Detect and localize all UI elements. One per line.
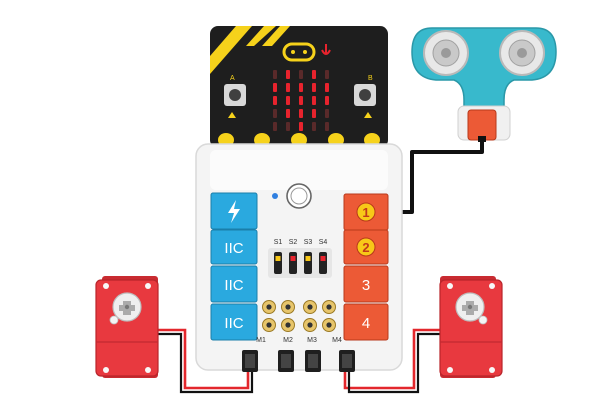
- right-servo-wire-red: [343, 328, 440, 390]
- switch-s3[interactable]: [304, 252, 312, 274]
- servo-mount-hole: [447, 367, 453, 373]
- switch-label: S4: [319, 239, 328, 246]
- switch-label: S2: [289, 239, 298, 246]
- servo-mount-hole: [489, 367, 495, 373]
- led-off: [286, 122, 290, 131]
- led-off: [299, 70, 303, 79]
- button-a-label: A: [230, 75, 235, 82]
- motor-label: M2: [283, 337, 293, 344]
- led-off: [312, 122, 316, 131]
- led-matrix: [273, 70, 329, 131]
- yellow-stripe: [262, 26, 290, 46]
- port-iic-3[interactable]: IIC: [210, 303, 258, 341]
- led-off: [325, 109, 329, 118]
- button-b-label: B: [368, 75, 373, 82]
- switch-s1[interactable]: [274, 252, 282, 274]
- led-off: [325, 70, 329, 79]
- servo-right: [439, 276, 503, 378]
- port-iic-2[interactable]: IIC: [210, 265, 258, 303]
- switch-s4[interactable]: [319, 252, 327, 274]
- led-on: [312, 109, 316, 118]
- led-on: [299, 83, 303, 92]
- reset-button[interactable]: [286, 183, 312, 209]
- switch-block: [268, 248, 332, 278]
- servo-left: [95, 276, 159, 378]
- switch-label: S3: [304, 239, 313, 246]
- led-on: [325, 83, 329, 92]
- switch-s2[interactable]: [289, 252, 297, 274]
- servo-body: [95, 279, 159, 377]
- servo-mount-hole: [103, 283, 109, 289]
- port-power[interactable]: [210, 192, 258, 230]
- right-servo-wire-black: [347, 332, 440, 394]
- motor-label: M4: [332, 337, 342, 344]
- switch-label: S1: [274, 239, 283, 246]
- port-number: 3: [362, 277, 370, 294]
- button-b[interactable]: [354, 84, 376, 106]
- led-on: [273, 96, 277, 105]
- led-on: [312, 70, 316, 79]
- led-on: [299, 96, 303, 105]
- status-led: [272, 193, 278, 199]
- iic-label: IIC: [224, 277, 243, 294]
- microbit: A B: [210, 26, 388, 148]
- servo-mount-hole: [145, 367, 151, 373]
- microbit-logo-icon: [282, 42, 316, 62]
- led-off: [325, 122, 329, 131]
- port-3[interactable]: 3: [343, 265, 389, 303]
- yellow-stripe: [246, 26, 276, 46]
- servo-mount-hole: [145, 283, 151, 289]
- led-on: [299, 109, 303, 118]
- port-1[interactable]: 1: [343, 193, 389, 231]
- motor-label: M1: [256, 337, 266, 344]
- edge-marker: [364, 112, 372, 118]
- ultrasonic-sensor: [411, 27, 557, 142]
- led-on: [299, 122, 303, 131]
- led-on: [325, 96, 329, 105]
- sensor-connector[interactable]: [467, 109, 497, 141]
- yellow-stripe: [210, 26, 252, 74]
- port-2[interactable]: 2: [343, 229, 389, 265]
- sensor-wire-black: [388, 140, 484, 214]
- motor-label: M3: [307, 337, 317, 344]
- iic-label: IIC: [224, 315, 243, 332]
- servo-mount-hole: [447, 283, 453, 289]
- servo-connector-m4[interactable]: [339, 350, 355, 372]
- left-servo-wire-black: [158, 332, 254, 394]
- servo-body: [439, 279, 503, 377]
- port-number: 2: [362, 240, 369, 255]
- servo-mount-hole: [489, 283, 495, 289]
- led-on: [312, 96, 316, 105]
- servo-connector-m3[interactable]: [305, 350, 321, 372]
- motor-terminal-holes: [262, 300, 336, 332]
- expansion-board: IIC IIC IIC 1 2 3 4 S1: [195, 143, 403, 372]
- port-number: 1: [362, 205, 369, 220]
- logo-dot: [303, 50, 307, 54]
- button-a[interactable]: [224, 84, 246, 106]
- led-off: [273, 70, 277, 79]
- port-number: 4: [362, 315, 370, 332]
- led-on: [286, 70, 290, 79]
- board-inner: [210, 150, 388, 190]
- led-on: [273, 83, 277, 92]
- led-on: [312, 83, 316, 92]
- led-off: [273, 109, 277, 118]
- logo-dot: [291, 50, 295, 54]
- lightning-icon: [228, 200, 240, 223]
- servo-connector-m2[interactable]: [278, 350, 294, 372]
- led-off: [273, 122, 277, 131]
- led-on: [286, 96, 290, 105]
- wires: [158, 140, 484, 394]
- iic-label: IIC: [224, 240, 243, 257]
- led-on: [286, 83, 290, 92]
- edge-marker: [228, 112, 236, 118]
- port-4[interactable]: 4: [343, 303, 389, 341]
- servo-mount-hole: [103, 367, 109, 373]
- microphone-icon: [321, 44, 331, 55]
- port-iic-1[interactable]: IIC: [210, 229, 258, 265]
- led-on: [286, 109, 290, 118]
- left-servo-wire-red: [158, 328, 250, 390]
- servo-connector-m1[interactable]: [242, 350, 258, 372]
